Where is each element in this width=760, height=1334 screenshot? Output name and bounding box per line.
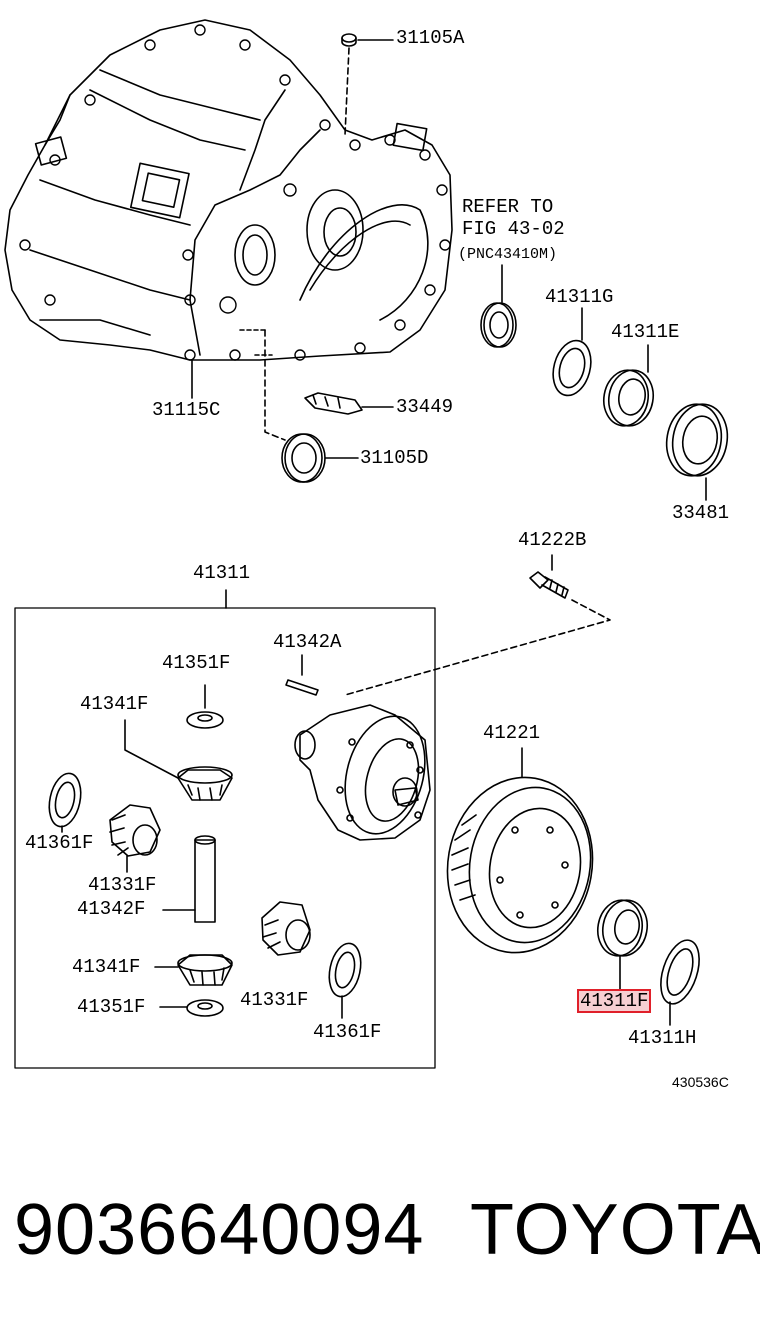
plug-31105A	[341, 33, 394, 136]
label-41311F-highlighted[interactable]: 41311F	[576, 989, 652, 1013]
label-41221: 41221	[483, 722, 541, 744]
pin-41342A	[285, 654, 319, 696]
parts-diagram: 31105A REFER TO FIG 43-02 (PNC43410M) 41…	[4, 19, 730, 1090]
label-refer-1: REFER TO	[462, 196, 554, 218]
seal-33481	[665, 403, 729, 501]
part-33449	[304, 392, 394, 415]
bolt-41222B	[344, 554, 611, 696]
label-refer-2: FIG 43-02	[462, 218, 565, 240]
label-41361F-left: 41361F	[25, 832, 94, 854]
label-41351F-top: 41351F	[162, 652, 231, 674]
bearing-41311E	[602, 344, 655, 427]
label-41341F-bottom: 41341F	[72, 956, 141, 978]
washer-41351F-top	[186, 684, 224, 729]
label-41331F-top: 41331F	[88, 874, 157, 896]
gear-41341F-top	[124, 719, 233, 801]
brand-name: TOYOTA	[470, 1190, 760, 1270]
washer-41361F-left	[48, 772, 82, 833]
seal-ref	[480, 264, 517, 348]
gear-41331F-top	[109, 804, 161, 873]
label-31105D: 31105D	[360, 447, 429, 469]
transaxle-housing	[4, 19, 453, 361]
label-41311: 41311	[193, 562, 251, 584]
diff-case	[294, 704, 431, 841]
label-41311H: 41311H	[628, 1027, 697, 1049]
label-41341F-top: 41341F	[80, 693, 149, 715]
label-41222B: 41222B	[518, 529, 587, 551]
figure-code: 430536C	[672, 1074, 729, 1090]
label-31115C: 31115C	[152, 399, 221, 421]
label-41331F-bottom: 41331F	[240, 989, 309, 1011]
shim-41311H	[660, 939, 700, 1026]
label-33481: 33481	[672, 502, 730, 524]
shaft-41342F	[162, 835, 216, 923]
shim-41311G	[552, 307, 592, 397]
label-31105A: 31105A	[396, 27, 465, 49]
part-number: 9036640094	[14, 1190, 425, 1270]
gear-41331F-bottom	[261, 901, 311, 956]
label-33449: 33449	[396, 396, 454, 418]
label-41311E: 41311E	[611, 321, 680, 343]
washer-41361F-bottom	[328, 942, 362, 1019]
label-refer-3: (PNC43410M)	[458, 246, 558, 263]
diagram-drawing	[4, 19, 729, 1069]
ring-gear-41221	[446, 747, 594, 954]
label-41342F: 41342F	[77, 898, 146, 920]
bearing-41311F	[596, 899, 649, 991]
label-41351F-bottom: 41351F	[77, 996, 146, 1018]
label-41361F-bottom: 41361F	[313, 1021, 382, 1043]
washer-41351F-bottom	[159, 999, 224, 1017]
label-41342A: 41342A	[273, 631, 342, 653]
gear-41341F-bottom	[154, 954, 233, 986]
label-41311G: 41311G	[545, 286, 614, 308]
assembly-box-41311	[14, 607, 436, 1069]
seal-31105D	[281, 433, 359, 483]
